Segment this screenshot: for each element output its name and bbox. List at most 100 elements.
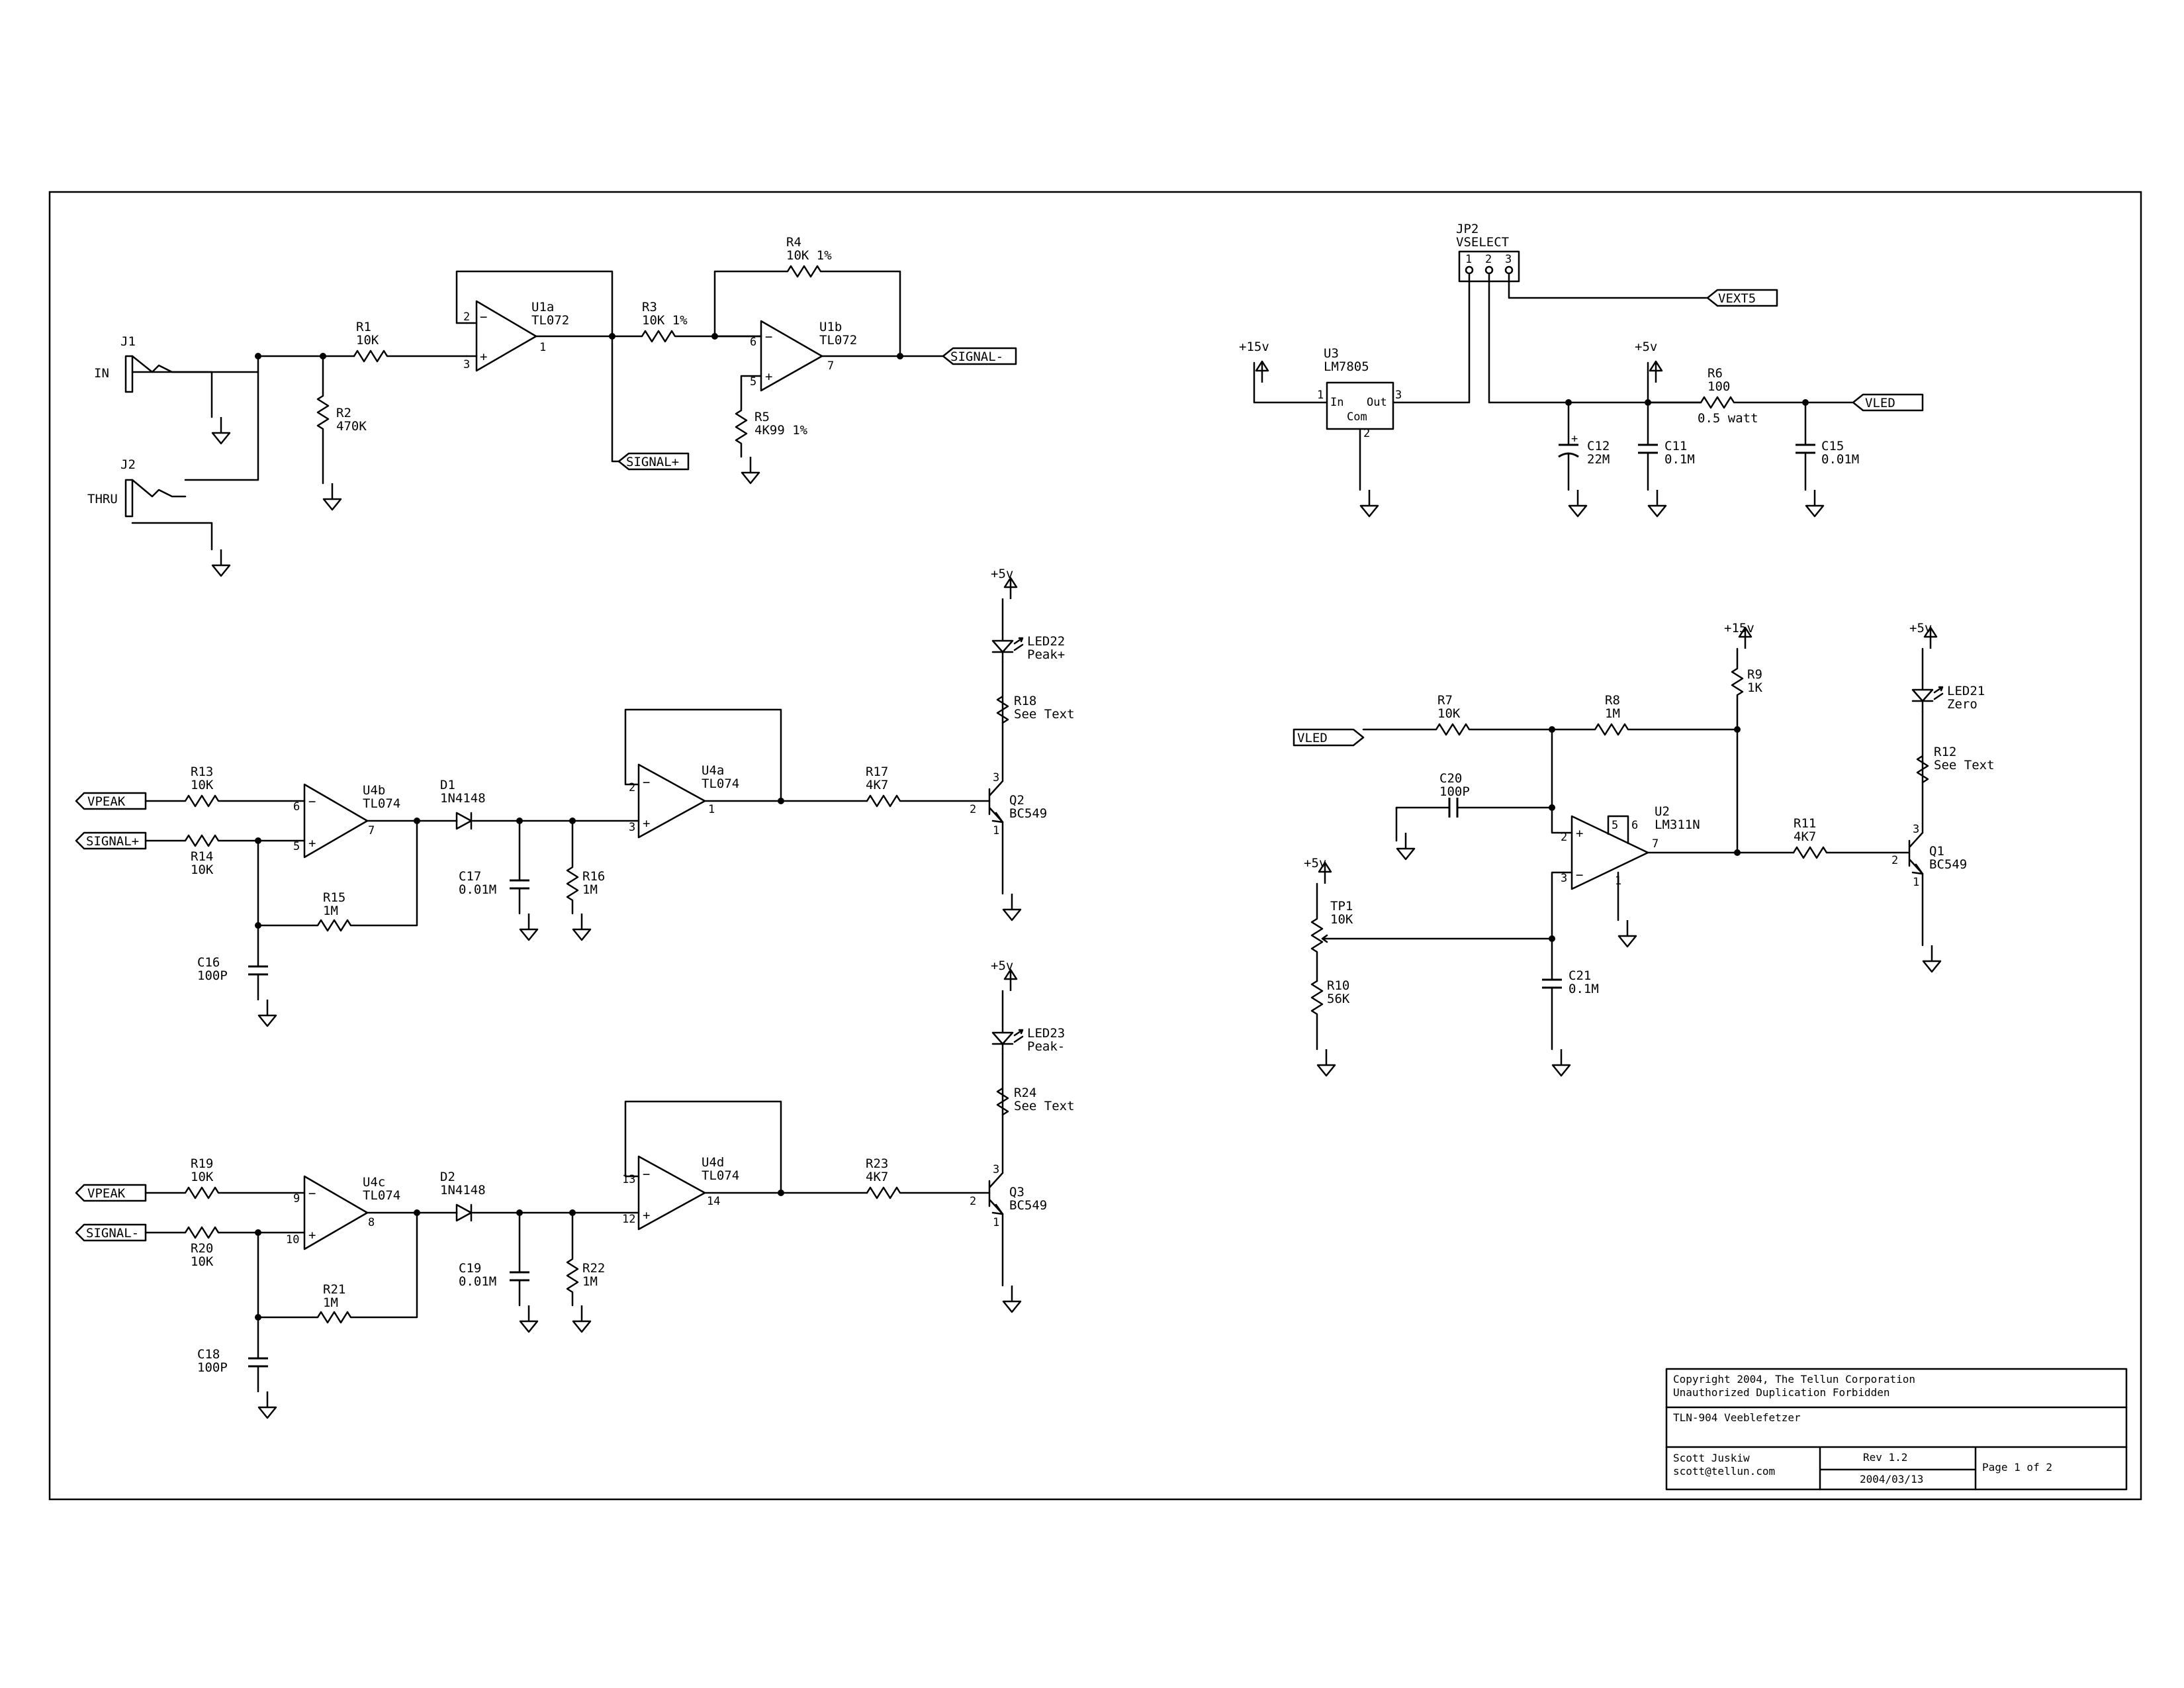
- svg-text:+: +: [1571, 432, 1578, 445]
- junction-dot: [897, 353, 903, 359]
- u4c-ref: U4c: [363, 1175, 385, 1190]
- led-led21: +5v LED21 Zero: [1909, 621, 1985, 713]
- c11-value: 0.1M: [1664, 452, 1695, 467]
- u3-pin-2: 2: [1363, 427, 1370, 440]
- r17-value: 4K7: [866, 778, 888, 792]
- power-label-5v-tp1: +5v: [1304, 856, 1326, 870]
- vpeak-1-label: VPEAK: [87, 794, 126, 809]
- signal-plus-label: SIGNAL+: [626, 455, 679, 469]
- resistor-r7: R7 10K: [1362, 693, 1553, 736]
- q3-pin-3: 3: [993, 1163, 999, 1176]
- power-label-15v-reg: +15v: [1239, 340, 1269, 354]
- capacitor-c11: C11 0.1M: [1638, 401, 1695, 518]
- vpeak-2-label: VPEAK: [87, 1186, 126, 1201]
- svg-text:−: −: [643, 775, 650, 790]
- title-block: Copyright 2004, The Tellun Corporation U…: [1665, 1368, 2128, 1491]
- u3-pin-out: Out: [1367, 396, 1387, 409]
- capacitor-c17: C17 0.01M: [459, 820, 539, 941]
- u4d-value: TL074: [702, 1168, 739, 1183]
- regulator-u3: U3 LM7805 In Out Com 1 3 2: [1317, 346, 1402, 518]
- vext5-label: VEXT5: [1718, 291, 1756, 306]
- r9-ref: R9: [1747, 667, 1762, 682]
- opamp-u4c: − + 9 10 8 U4c TL074: [286, 1175, 400, 1250]
- q1-pin-2: 2: [1891, 854, 1898, 867]
- led-led22: +5v LED22 Peak+: [991, 567, 1065, 663]
- r20-value: 10K: [191, 1254, 214, 1269]
- power-label-5v-reg: +5v: [1635, 340, 1657, 354]
- resistor-r16: R16 1M: [566, 820, 605, 941]
- diode-d1: D1 1N4148: [440, 778, 640, 830]
- resistor-r17: R17 4K7: [866, 765, 991, 808]
- author-email: scott@tellun.com: [1673, 1465, 1775, 1477]
- zero-comparator-section: VLED R7 10K R8 1M +15v R9 1K: [1293, 621, 1995, 1077]
- diode-d2: D2 1N4148: [440, 1170, 640, 1222]
- r1-ref: R1: [356, 320, 371, 334]
- signal-minus-label: SIGNAL-: [950, 350, 1003, 364]
- resistor-r18: R18 See Text: [996, 661, 1075, 724]
- u1a-value: TL072: [531, 313, 569, 328]
- r19-value: 10K: [191, 1170, 214, 1184]
- r14-ref: R14: [191, 849, 213, 864]
- u4c-pin-10: 10: [286, 1233, 299, 1246]
- r3-ref: R3: [642, 300, 657, 314]
- u2-pin-1: 1: [1615, 874, 1621, 888]
- regulator-section: +15v U3 LM7805 In Out Com 1 3 2 1 2 3 JP…: [1239, 222, 1924, 518]
- comparator-u2: + − 2 3 7 5 6 1 U2 LM311N: [1561, 804, 1700, 948]
- u1a-pin-1: 1: [539, 341, 546, 354]
- jp2-pin-2: 2: [1485, 253, 1492, 266]
- u4c-pin-8: 8: [368, 1216, 375, 1229]
- input-section: J1 IN J2 THRU R1 10K R2 470K: [87, 235, 1017, 577]
- r12-value: See Text: [1934, 758, 1995, 773]
- r17-ref: R17: [866, 765, 888, 779]
- resistor-r14: R14 10K: [144, 834, 306, 877]
- junction-dot: [1734, 849, 1741, 856]
- c20-ref: C20: [1439, 771, 1462, 786]
- jumper-jp2: 1 2 3 JP2 VSELECT: [1456, 222, 1520, 283]
- svg-text:+: +: [308, 836, 316, 851]
- capacitor-c19: C19 0.01M: [459, 1211, 539, 1333]
- svg-text:−: −: [480, 310, 487, 324]
- q1-value: BC549: [1929, 857, 1967, 872]
- jp2-value: VSELECT: [1456, 235, 1509, 250]
- u3-pin-1: 1: [1317, 389, 1324, 402]
- r6-note: 0.5 watt: [1698, 411, 1758, 426]
- u4a-pin-1: 1: [708, 803, 715, 816]
- q2-ref: Q2: [1009, 793, 1024, 808]
- q2-pin-3: 3: [993, 771, 999, 784]
- u2-pin-5: 5: [1612, 819, 1618, 832]
- signal-plus-in-label: SIGNAL+: [86, 834, 139, 849]
- svg-text:−: −: [643, 1167, 650, 1182]
- q3-value: BC549: [1009, 1198, 1047, 1213]
- u2-pin-3: 3: [1561, 872, 1567, 885]
- port-vpeak-1: VPEAK: [75, 792, 147, 810]
- resistor-r19: R19 10K: [144, 1156, 306, 1199]
- u3-pin-in: In: [1330, 396, 1343, 409]
- u1a-ref: U1a: [531, 300, 554, 314]
- port-signal-minus: SIGNAL-: [942, 347, 1017, 365]
- transistor-q2: 3 2 1 Q2 BC549: [970, 700, 1047, 921]
- jp2-pin-3: 3: [1505, 253, 1512, 266]
- power-label-5v-led23: +5v: [991, 959, 1013, 973]
- r3-value: 10K 1%: [642, 313, 688, 328]
- transistor-q3: 3 2 1 Q3 BC549: [970, 1092, 1047, 1313]
- c18-ref: C18: [197, 1347, 220, 1362]
- junction-dot: [255, 353, 261, 359]
- svg-text:−: −: [308, 1186, 316, 1201]
- c12-value: 22M: [1587, 452, 1610, 467]
- resistor-r2: R2 470K: [316, 355, 367, 511]
- r9-value: 1K: [1747, 680, 1762, 695]
- capacitor-c16: C16 100P: [197, 924, 277, 1027]
- resistor-r20: R20 10K: [144, 1226, 306, 1269]
- resistor-r6: R6 100 0.5 watt: [1647, 366, 1854, 426]
- r13-value: 10K: [191, 778, 214, 792]
- capacitor-c12: + C12 22M: [1558, 401, 1610, 518]
- resistor-r22: R22 1M: [566, 1211, 605, 1333]
- port-vext5: VEXT5: [1706, 289, 1778, 307]
- u3-pin-3: 3: [1395, 389, 1402, 402]
- svg-text:+: +: [480, 350, 487, 364]
- led22-value: Peak+: [1027, 647, 1065, 662]
- q3-ref: Q3: [1009, 1185, 1024, 1199]
- u4a-pin-3: 3: [629, 821, 635, 834]
- svg-text:+: +: [765, 369, 772, 384]
- q3-pin-1: 1: [993, 1216, 999, 1229]
